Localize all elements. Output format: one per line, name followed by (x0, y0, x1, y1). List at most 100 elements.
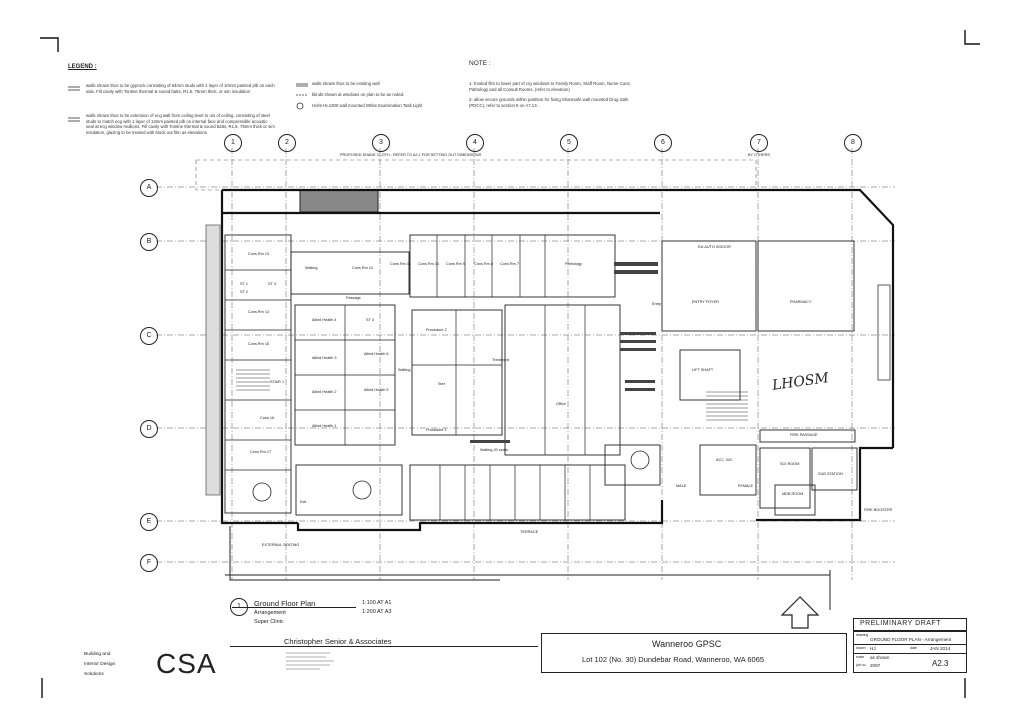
shade-cloth-note: PROPOSED SHADE CLOTH - REFER TO A2.1 FOR… (340, 153, 482, 157)
legend-title: LEGEND : (68, 64, 97, 70)
sheet-number: A2.3 (932, 659, 949, 668)
room-label: Cons Rm 15 (248, 342, 270, 346)
firm-desc-line-1: Building and (84, 652, 111, 657)
room-label: SOI ROOM (780, 462, 800, 466)
room-label: SUB STATION (818, 472, 843, 476)
room-label: Cons Rm 14 (248, 310, 270, 314)
room-label: ACC. WC (716, 458, 733, 462)
grid-bubble-row-c: C (140, 327, 158, 345)
room-label: PHARMACY (790, 300, 812, 304)
grid-bubble-col-5: 5 (560, 134, 578, 152)
plan-subtitle-clinic: Super Clinic (254, 619, 284, 625)
room-label: ST 1 (240, 282, 248, 286)
date-field-label: date (910, 646, 917, 650)
firm-desc-line-2: Interior Design (84, 662, 116, 667)
plan-title: Ground Floor Plan (254, 599, 316, 608)
room-label: ST 3 (268, 282, 276, 286)
room-label: Ster (438, 382, 445, 386)
room-label: Cons 16 (260, 416, 275, 420)
room-label: Allied Health 4 (312, 318, 337, 322)
grid-bubble-col-7: 7 (750, 134, 768, 152)
firm-logo: CSA (156, 648, 217, 679)
room-label: MALE (676, 484, 687, 488)
grid-bubble-row-a: A (140, 179, 158, 197)
legend-item-exam-light: Holm HL1300 wall mounted White Examinati… (312, 103, 423, 108)
room-label: Allied Health 2 (312, 390, 337, 394)
divider (854, 653, 966, 654)
room-label: Passage (346, 296, 361, 300)
notes-title: NOTE : (469, 60, 491, 67)
by-others-note: BY OTHERS (748, 153, 770, 157)
legend-item-existing-wall: walls shown thus to be existing wall (312, 81, 380, 86)
grid-bubble-row-d: D (140, 420, 158, 438)
room-label: Cons Rm 9 (446, 262, 465, 266)
note-item-1: 1- frosted film to lower part of crg win… (469, 81, 631, 92)
auto-door-label: Ext AUTO S/DOOR (698, 245, 731, 249)
scale-field-label: scale (856, 655, 865, 659)
room-label: TERRACE (520, 530, 539, 534)
room-label: FEMALE (738, 484, 754, 488)
divider (854, 644, 966, 645)
legend-item-stud-wall: walls shown thus to be gyprock consistin… (86, 83, 275, 94)
room-label: Cons Rm 10 (418, 262, 440, 266)
firm-desc-line-3: Solutions (84, 672, 104, 677)
room-label: Allied Health 1 (312, 424, 337, 428)
grid-bubble-col-1: 1 (224, 134, 242, 152)
drawing-date: JAN 2014 (930, 646, 951, 651)
legend-item-ceiling-wall: walls shown thus to be extension of ecg … (86, 113, 275, 135)
grid-bubble-col-2: 2 (278, 134, 296, 152)
room-label: Cons Rm 8 (474, 262, 493, 266)
preliminary-draft-stamp: PRELIMINARY DRAFT (853, 618, 967, 631)
grid-bubble-col-8: 8 (844, 134, 862, 152)
plan-title-underline (232, 607, 356, 608)
fire-booster-label: FIRE BOOSTER (864, 508, 893, 512)
firm-divider (230, 646, 538, 647)
room-label: Pathology (565, 262, 582, 266)
drawn-field-label: drawn (856, 646, 866, 650)
room-label: EXTERNAL SEATING (262, 543, 300, 547)
grid-bubble-row-e: E (140, 513, 158, 531)
room-label: FIRE PASSAGE (790, 433, 818, 437)
project-address: Lot 102 (No. 30) Dundebar Road, Wanneroo… (582, 655, 765, 664)
room-label: Cons Rm 17 (250, 450, 272, 454)
grid-bubble-col-4: 4 (466, 134, 484, 152)
plan-scale-a3: 1:200 AT A3 (362, 609, 392, 615)
grid-bubble-col-6: 6 (654, 134, 672, 152)
plan-subtitle-arrangement: Arrangement (254, 610, 286, 616)
room-label: Allied Health 5 (364, 388, 389, 392)
drawing-field-label: drawing (856, 633, 869, 637)
grid-lines (156, 148, 895, 580)
room-label: Exit (300, 500, 307, 504)
firm-name: Christopher Senior & Associates (284, 637, 392, 646)
room-label: Entry (652, 302, 661, 306)
room-label: Cons Rm 13 (248, 252, 270, 256)
room-label: Office (556, 402, 566, 406)
room-label: LIFT SHAFT (692, 368, 714, 372)
drawing-info-block: drawing GROUND FLOOR PLAN - Arrangement … (853, 631, 967, 673)
room-label: Treatment (492, 358, 510, 362)
room-label: STAIR 1 (270, 380, 285, 384)
stamp-text: PRELIMINARY DRAFT (860, 620, 941, 627)
job-field-label: job no. (856, 663, 867, 667)
room-label: Cons Rm 7 (500, 262, 519, 266)
room-label: Waiting (398, 368, 411, 372)
grid-bubble-row-b: B (140, 233, 158, 251)
room-label: Waiting (305, 266, 318, 270)
job-number: 2097 (870, 663, 881, 668)
project-name: Wanneroo GPSC (652, 639, 722, 649)
room-label: Cons Rm 11 (390, 262, 411, 266)
room-label: Procedure 1 (426, 428, 447, 432)
room-label: Cons Rm 12 (352, 266, 374, 270)
legend-item-blinds: blinds shown at windows on plan to be as… (312, 92, 405, 97)
room-label: ENTRY FOYER (692, 300, 719, 304)
room-label: Allied Health 6 (364, 352, 389, 356)
plan-scale-a1: 1:100 AT A1 (362, 600, 392, 606)
room-label: ST 4 (366, 318, 374, 322)
grid-bubble-row-f: F (140, 554, 158, 572)
room-label: Procedure 2 (426, 328, 447, 332)
